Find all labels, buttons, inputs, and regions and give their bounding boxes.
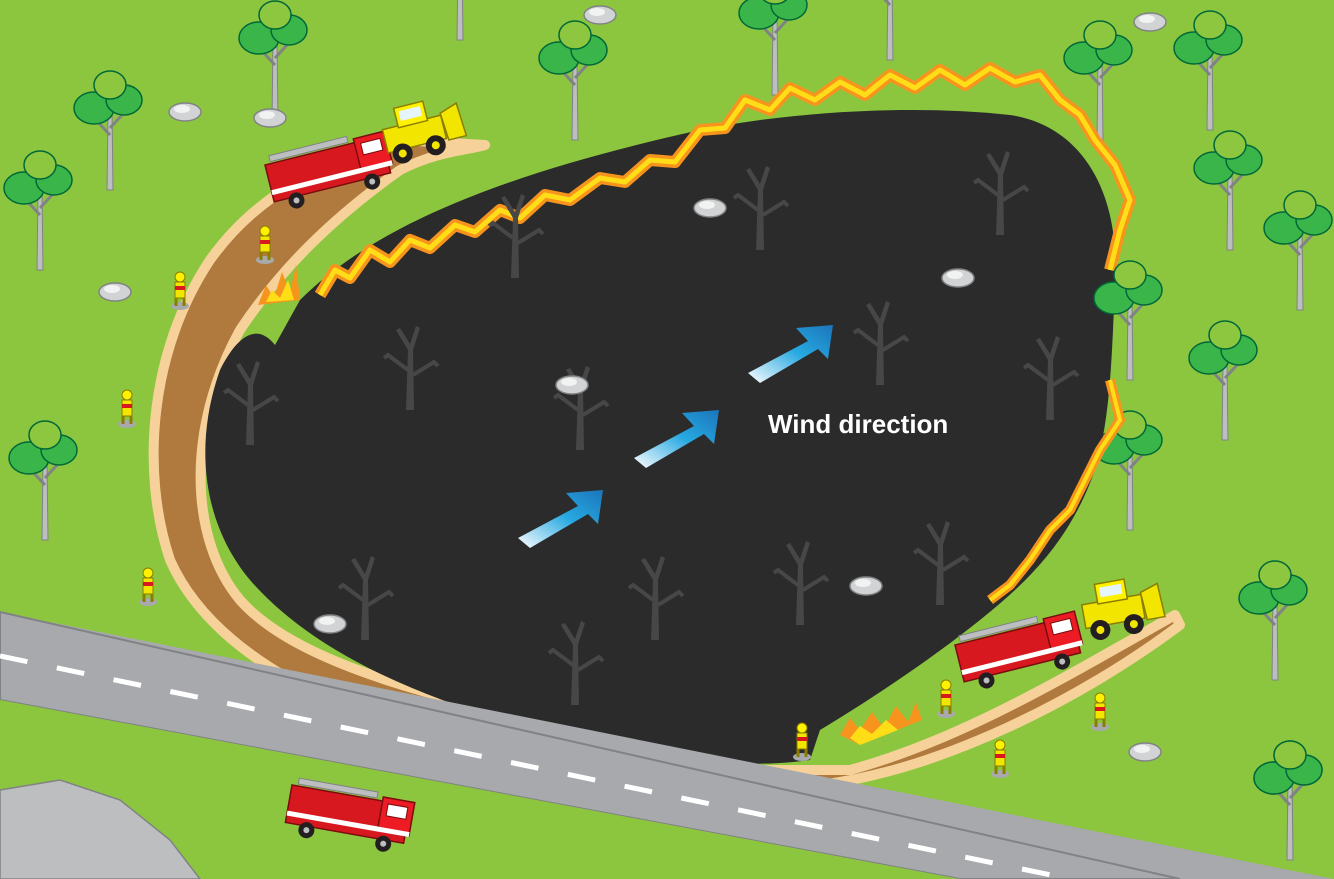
wind-direction-label: Wind direction bbox=[768, 409, 948, 439]
